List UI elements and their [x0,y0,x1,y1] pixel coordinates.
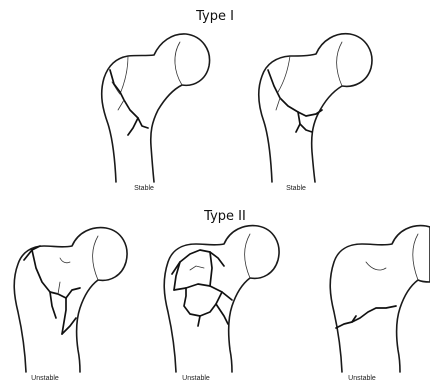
femur-panel-5 [330,226,430,372]
panel-5-label: Unstable [332,374,392,383]
femur-outline-1 [102,34,210,182]
femur-outline-2 [259,34,372,182]
panel-4-label: Unstable [166,374,226,383]
femur-outline-5 [330,226,430,372]
femur-panel-4 [164,226,279,372]
femur-panel-3 [14,228,127,372]
femur-outline-3 [14,228,127,372]
panel-2-label: Stable [266,184,326,193]
panel-1-label: Stable [114,184,174,193]
femur-panel-2 [259,34,372,182]
femur-outline-4 [164,226,279,372]
panel-3-label: Unstable [15,374,75,383]
femur-panel-1 [102,34,210,182]
